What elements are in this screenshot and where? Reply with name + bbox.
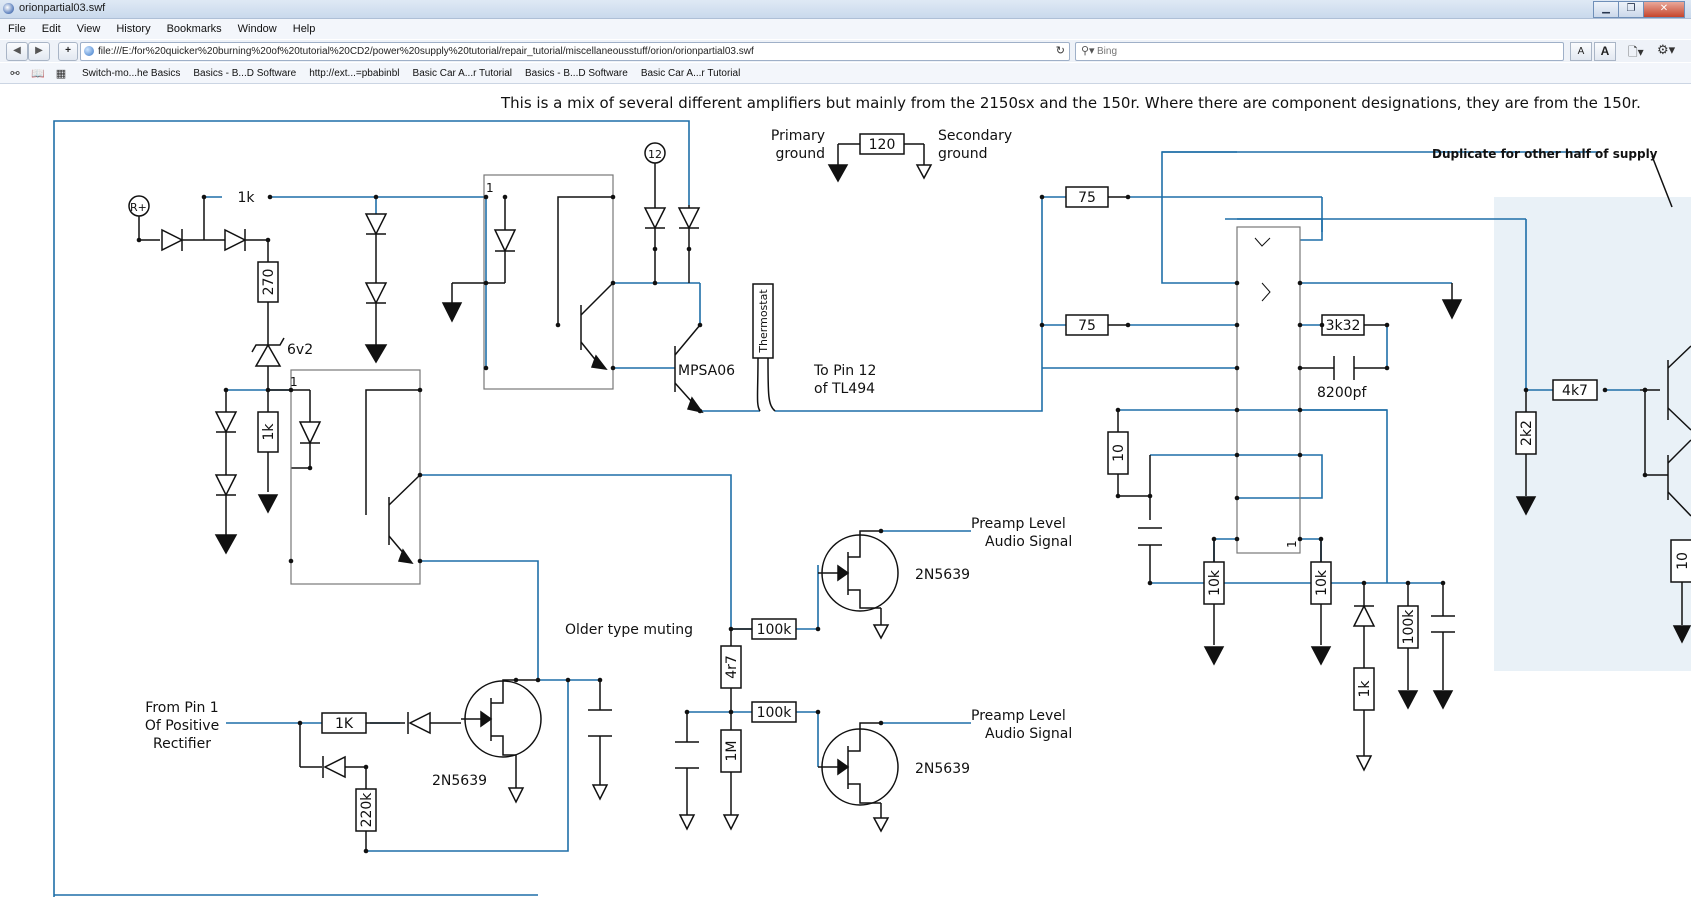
- jfet-c-label: 2N5639: [432, 773, 487, 789]
- secondary-ground-label-2: ground: [938, 146, 988, 162]
- menu-bar: File Edit View History Bookmarks Window …: [0, 19, 1691, 39]
- resistor-1K-bottom: 1K: [335, 716, 354, 732]
- opto1-pin-1: 1: [486, 181, 494, 195]
- navigation-bar: ◀ ▶ + file:///E:/for%20quicker%20burning…: [0, 40, 1691, 62]
- menu-edit[interactable]: Edit: [41, 23, 61, 35]
- resistor-10k-a: 10k: [1207, 569, 1223, 596]
- resistor-10: 10: [1111, 444, 1127, 462]
- bookmark-item[interactable]: Basic Car A...r Tutorial: [640, 67, 741, 79]
- resistor-10-edge: 10: [1675, 552, 1691, 570]
- search-icon: ⚲▾: [1081, 45, 1095, 57]
- to-pin-label-2: of TL494: [814, 381, 875, 397]
- resistor-4r7: 4r7: [724, 655, 740, 679]
- from-pin-label-3: Rectifier: [153, 736, 211, 752]
- menu-bookmarks[interactable]: Bookmarks: [166, 23, 222, 35]
- bookmark-item[interactable]: http://ext...=pbabinbl: [309, 67, 400, 79]
- components: [128, 133, 1691, 851]
- page-menu-icon[interactable]: 🗋▾: [1628, 45, 1644, 59]
- search-input[interactable]: [1097, 44, 1537, 58]
- resistor-75-b: 75: [1078, 318, 1096, 334]
- zener-label: 6v2: [287, 342, 313, 358]
- bookmark-item[interactable]: Switch-mo...he Basics: [82, 67, 181, 79]
- bookmark-item[interactable]: Basics - B...D Software: [525, 67, 628, 79]
- close-button[interactable]: ✕: [1643, 1, 1685, 18]
- preamp-1-label-2: Audio Signal: [985, 534, 1072, 550]
- bookmark-item[interactable]: Basics - B...D Software: [193, 67, 297, 79]
- mpsa06-label: MPSA06: [678, 363, 735, 379]
- menu-history[interactable]: History: [116, 23, 151, 35]
- globe-icon: [84, 46, 94, 56]
- resistor-100k-a: 100k: [757, 622, 793, 638]
- forward-icon: ▶: [35, 45, 43, 56]
- menu-view[interactable]: View: [76, 23, 101, 35]
- app-icon: [3, 3, 14, 14]
- from-pin-label-1: From Pin 1: [145, 700, 218, 716]
- menu-help[interactable]: Help: [292, 23, 316, 35]
- schematic-note: This is a mix of several different ampli…: [500, 94, 1641, 112]
- menu-window[interactable]: Window: [237, 23, 277, 35]
- address-bar[interactable]: file:///E:/for%20quicker%20burning%20of%…: [80, 42, 1070, 61]
- reload-icon[interactable]: ↻: [1055, 45, 1065, 57]
- to-pin-label-1: To Pin 12: [813, 363, 876, 379]
- forward-button[interactable]: ▶: [28, 42, 50, 61]
- menu-file[interactable]: File: [8, 23, 26, 35]
- resistor-100k-b: 100k: [757, 705, 793, 721]
- resistor-1k-top: 1k: [237, 190, 255, 206]
- primary-ground-label-1: Primary: [771, 128, 825, 144]
- maximize-button[interactable]: ❐: [1618, 1, 1643, 18]
- bookmarks-bar: ⚯ 📖 ▦ Switch-mo...he Basics Basics - B..…: [0, 63, 1691, 84]
- resistor-1k-right: 1k: [1357, 680, 1373, 698]
- resistor-4k7: 4k7: [1562, 383, 1588, 399]
- back-icon: ◀: [13, 45, 21, 56]
- preamp-2-label-1: Preamp Level: [971, 708, 1066, 724]
- muting-label: Older type muting: [565, 622, 693, 638]
- grid-icon[interactable]: ▦: [55, 67, 67, 80]
- font-smaller-button[interactable]: A: [1570, 42, 1592, 61]
- resistor-75-a: 75: [1078, 190, 1096, 206]
- resistor-1k-left: 1k: [261, 423, 277, 441]
- twelve-label: 12: [648, 148, 662, 161]
- address-input[interactable]: file:///E:/for%20quicker%20burning%20of%…: [98, 46, 754, 57]
- from-pin-label-2: Of Positive: [145, 718, 219, 734]
- resistor-120: 120: [869, 137, 896, 153]
- secondary-ground-label-1: Secondary: [938, 128, 1012, 144]
- font-larger-button[interactable]: A: [1594, 42, 1616, 61]
- title-bar: orionpartial03.swf ▁ ❐ ✕: [0, 0, 1691, 19]
- cap-8200pf-label: 8200pf: [1317, 385, 1368, 401]
- resistor-10k-b: 10k: [1314, 569, 1330, 596]
- primary-ground-label-2: ground: [775, 146, 825, 162]
- rplus-label: R+: [130, 201, 147, 214]
- book-icon[interactable]: 📖: [31, 67, 45, 80]
- reading-glasses-icon[interactable]: ⚯: [10, 67, 20, 80]
- opto2-pin-1: 1: [290, 375, 298, 389]
- schematic-canvas: This is a mix of several different ampli…: [53, 94, 1691, 897]
- resistor-3k32: 3k32: [1326, 318, 1361, 334]
- ic-pin-1: 1: [1285, 540, 1299, 548]
- resistor-2k2: 2k2: [1519, 420, 1535, 446]
- resistor-1m: 1M: [724, 741, 740, 762]
- bookmark-item[interactable]: Basic Car A...r Tutorial: [412, 67, 513, 79]
- window-title: orionpartial03.swf: [19, 2, 106, 14]
- junction-dots: [136, 194, 1648, 854]
- jfet-a-label: 2N5639: [915, 567, 970, 583]
- resistor-270: 270: [261, 269, 277, 296]
- duplicate-note: Duplicate for other half of supply: [1432, 147, 1658, 161]
- preamp-2-label-2: Audio Signal: [985, 726, 1072, 742]
- plus-icon: +: [65, 45, 71, 56]
- add-bookmark-button[interactable]: +: [58, 42, 78, 61]
- resistor-220k: 220k: [359, 792, 375, 828]
- preamp-1-label-1: Preamp Level: [971, 516, 1066, 532]
- jfet-b-label: 2N5639: [915, 761, 970, 777]
- back-button[interactable]: ◀: [6, 42, 28, 61]
- gear-icon[interactable]: ⚙▾: [1657, 42, 1676, 57]
- search-box[interactable]: ⚲▾: [1075, 42, 1564, 61]
- resistor-100k-vertical: 100k: [1401, 609, 1417, 645]
- thermostat-label: Thermostat: [757, 289, 770, 354]
- minimize-button[interactable]: ▁: [1593, 1, 1618, 18]
- ic-tl494: [1236, 226, 1301, 554]
